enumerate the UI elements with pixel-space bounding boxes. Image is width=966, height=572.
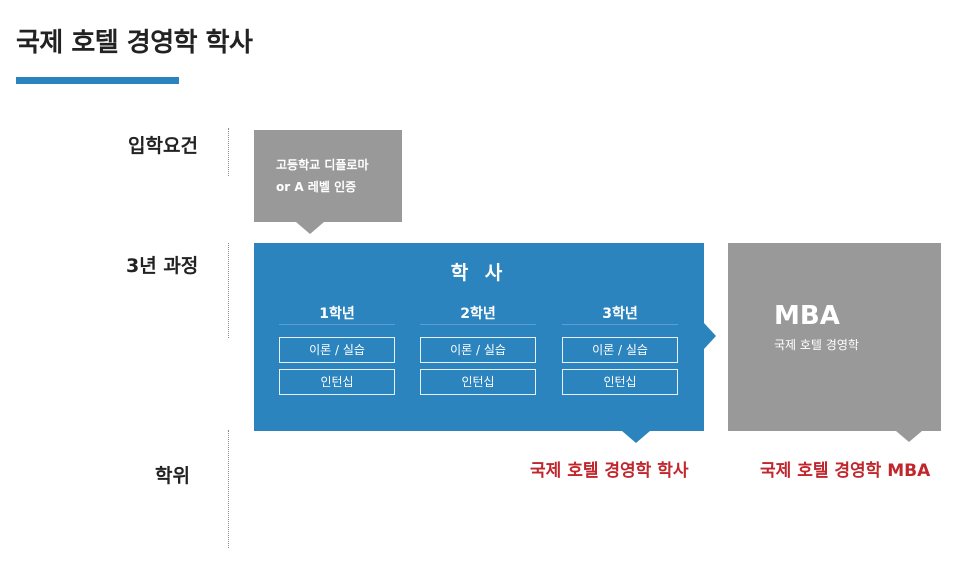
mba-degree-pointer xyxy=(896,431,922,442)
degree-mba: 국제 호텔 경영학 MBA xyxy=(760,461,931,481)
course-box-theory: 이론 / 실습 xyxy=(420,337,536,363)
requirements-pointer xyxy=(296,222,324,234)
progression-arrow xyxy=(704,323,716,349)
course-box-internship: 인턴십 xyxy=(562,369,678,395)
mba-box: MBA 국제 호텔 경영학 xyxy=(728,243,941,431)
row-divider xyxy=(228,128,229,176)
year-column: 3학년 이론 / 실습 인턴십 xyxy=(562,303,678,395)
row-divider xyxy=(228,430,229,548)
row-label-course: 3년 과정 xyxy=(126,255,199,277)
requirements-box: 고등학교 디플로마 or A 레벨 인증 xyxy=(254,130,402,222)
page-title: 국제 호텔 경영학 학사 xyxy=(16,28,253,58)
year-column: 1학년 이론 / 실습 인턴십 xyxy=(279,303,395,395)
degree-bachelor: 국제 호텔 경영학 학사 xyxy=(530,461,689,481)
bachelor-degree-pointer xyxy=(622,431,650,443)
course-box-theory: 이론 / 실습 xyxy=(562,337,678,363)
mba-subtitle: 국제 호텔 경영학 xyxy=(774,338,859,352)
bachelor-title: 학 사 xyxy=(450,262,508,284)
year-column: 2학년 이론 / 실습 인턴십 xyxy=(420,303,536,395)
bachelor-program-box: 학 사 1학년 이론 / 실습 인턴십 2학년 이론 / 실습 인턴십 3학년 … xyxy=(254,243,704,431)
year-label: 3학년 xyxy=(562,303,678,325)
course-box-theory: 이론 / 실습 xyxy=(279,337,395,363)
requirements-line: 고등학교 디플로마 xyxy=(276,158,369,172)
row-label-requirements: 입학요건 xyxy=(128,135,198,157)
title-underline xyxy=(16,77,179,84)
requirements-line: or A 레벨 인증 xyxy=(276,180,357,194)
course-box-internship: 인턴십 xyxy=(420,369,536,395)
row-divider xyxy=(228,243,229,338)
course-box-internship: 인턴십 xyxy=(279,369,395,395)
year-label: 2학년 xyxy=(420,303,536,325)
row-label-degree: 학위 xyxy=(155,465,190,487)
year-label: 1학년 xyxy=(279,303,395,325)
mba-title: MBA xyxy=(774,301,840,331)
